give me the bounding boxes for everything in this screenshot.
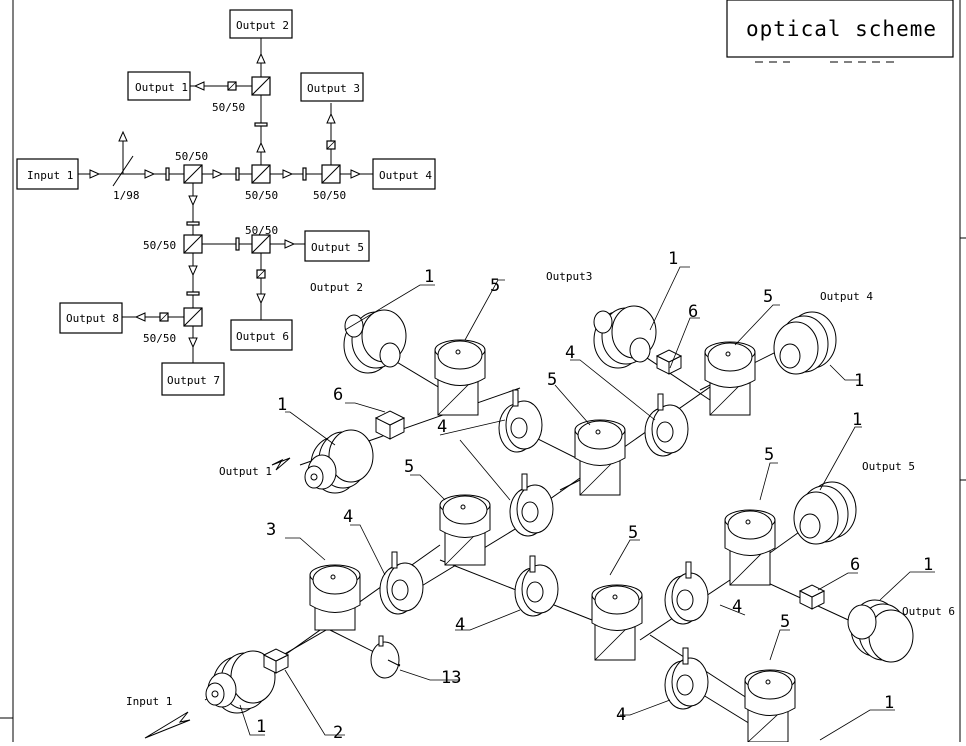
svg-text:Output 7: Output 7 (167, 374, 220, 387)
rotation-mount-4 (664, 561, 709, 625)
output-6-label: Output 6 (902, 605, 955, 618)
polarizer-cube-6 (798, 584, 826, 610)
prism-5 (704, 341, 756, 416)
output-2-label: Output 2 (310, 281, 363, 294)
callout-1: 1 (923, 555, 933, 575)
beamsplitter-cube-2 (262, 648, 290, 674)
callout-5: 5 (628, 523, 638, 543)
mount-1 (773, 311, 837, 375)
ratio-label: 50/50 (175, 150, 208, 163)
output-3-label: Output3 (546, 270, 592, 283)
output-5-label: Output 5 (862, 460, 915, 473)
callout-5: 5 (404, 457, 414, 477)
output-4-label: Output 4 (820, 290, 873, 303)
output-8-box: Output 8 (59, 302, 123, 334)
prism-5 (309, 564, 361, 631)
ratio-label: 50/50 (212, 101, 245, 114)
polarizer-cube-6 (655, 349, 683, 375)
callout-1: 1 (256, 717, 266, 737)
callout-5: 5 (763, 287, 773, 307)
callout-13: 13 (441, 668, 461, 688)
callout-5: 5 (547, 370, 557, 390)
mount-1 (793, 481, 857, 545)
svg-text:Output 4: Output 4 (379, 169, 432, 182)
svg-text:Output 8: Output 8 (66, 312, 119, 325)
rotation-mount-4 (514, 555, 559, 617)
callout-1: 1 (854, 371, 864, 391)
svg-text:Output 2: Output 2 (236, 19, 289, 32)
tap-ratio-label: 1/98 (113, 189, 140, 202)
rotation-mount-4 (664, 647, 709, 710)
callout-1: 1 (668, 249, 678, 269)
callout-4: 4 (732, 597, 742, 617)
callout-4: 4 (437, 417, 447, 437)
title-block: optical scheme (726, 0, 954, 63)
prism-5 (434, 339, 486, 416)
callout-5: 5 (490, 276, 500, 296)
drawing-title: optical scheme (746, 17, 937, 41)
callout-1: 1 (852, 410, 862, 430)
output-1-label: Output 1 (219, 465, 272, 478)
callout-6: 6 (333, 385, 343, 405)
callout-3: 3 (266, 520, 276, 540)
block-schematic: Input 1 Output 1 Output 2 Output 3 Outpu… (16, 9, 436, 396)
prism-5 (439, 494, 491, 566)
detector-13 (370, 635, 401, 679)
beam-splitter-cube (183, 76, 341, 327)
output-2-box: Output 2 (229, 9, 293, 39)
rotation-mount-4 (498, 389, 543, 453)
callout-1: 1 (424, 267, 434, 287)
rotation-mount-4 (509, 473, 554, 537)
ratio-label: 50/50 (313, 189, 346, 202)
callout-4: 4 (616, 705, 626, 725)
callout-5: 5 (780, 612, 790, 632)
callout-4: 4 (343, 507, 353, 527)
ratio-label: 50/50 (245, 189, 278, 202)
prism-5 (724, 509, 776, 586)
mount-1 (847, 599, 914, 663)
callout-6: 6 (688, 302, 698, 322)
svg-text:Input 1: Input 1 (27, 169, 73, 182)
svg-text:Output 3: Output 3 (307, 82, 360, 95)
mount-1 (304, 429, 374, 494)
output-6-box: Output 6 (230, 319, 293, 351)
ratio-label: 50/50 (143, 332, 176, 345)
mount-1 (593, 305, 657, 369)
callout-1: 1 (884, 693, 894, 713)
input-1-label: Input 1 (126, 695, 172, 708)
callout-6: 6 (850, 555, 860, 575)
output-7-box: Output 7 (161, 362, 225, 396)
callout-4: 4 (455, 615, 465, 635)
prism-5 (574, 419, 626, 496)
ratio-label: 50/50 (143, 239, 176, 252)
output-1-box: Output 1 (127, 71, 191, 101)
input-1-box: Input 1 (16, 158, 79, 190)
prism-5 (744, 669, 796, 743)
callout-leaders (239, 266, 935, 741)
callout-2: 2 (333, 723, 343, 742)
isometric-assembly: Output 2 Output3 Output 4 Output 1 Outpu… (126, 249, 955, 743)
output-3-box: Output 3 (300, 72, 364, 102)
output-4-box: Output 4 (372, 158, 436, 190)
svg-text:Output 1: Output 1 (135, 81, 188, 94)
callout-5: 5 (764, 445, 774, 465)
callout-1: 1 (277, 395, 287, 415)
rotation-mount-4 (644, 393, 689, 457)
rotation-mount-4 (379, 551, 424, 615)
prism-5 (591, 584, 643, 661)
svg-text:Output 5: Output 5 (311, 241, 364, 254)
callout-4: 4 (565, 343, 575, 363)
output-5-box: Output 5 (304, 230, 370, 262)
svg-text:Output 6: Output 6 (236, 330, 289, 343)
ratio-label: 50/50 (245, 224, 278, 237)
mount-1 (343, 309, 407, 374)
polarizer-cube-6 (374, 410, 406, 440)
